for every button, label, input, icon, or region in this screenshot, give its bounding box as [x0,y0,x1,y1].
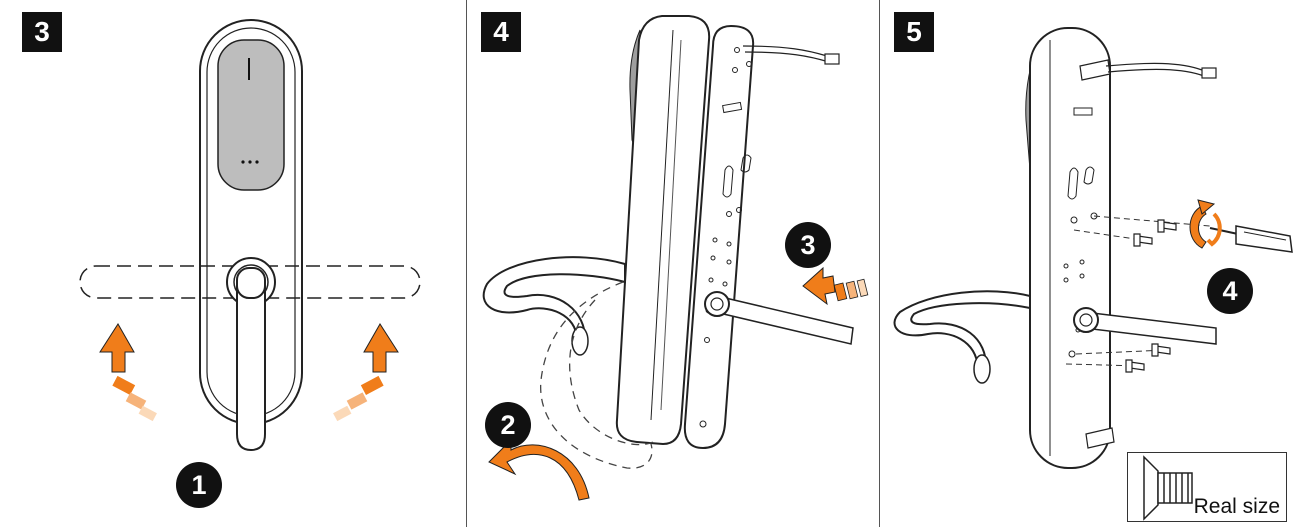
lock-assembly-illustration [893,27,1293,469]
divider [879,0,880,527]
marker-4: 4 [1207,268,1253,314]
step-number: 4 [481,12,521,52]
rotate-arrow [1189,199,1222,249]
divider [466,0,467,527]
marker-2: 2 [485,402,531,448]
rotate-arrow [488,438,590,501]
lock-side-illustration [482,15,869,501]
lock-front-illustration [79,19,421,452]
screw-real-size-icon [1143,455,1193,521]
panel-step-4: 4 [467,0,879,527]
rotate-arrow-left [99,323,157,422]
real-size-box: Real size [1127,452,1287,522]
push-arrow [802,266,869,306]
marker-3: 3 [785,222,831,268]
panel-step-5: 5 [880,0,1309,527]
step-number: 5 [894,12,934,52]
step-number: 3 [22,12,62,52]
panel-step-3: 3 1 [0,0,466,527]
real-size-label: Real size [1193,495,1280,518]
marker-1: 1 [176,462,222,508]
rotate-arrow-right [333,323,399,422]
